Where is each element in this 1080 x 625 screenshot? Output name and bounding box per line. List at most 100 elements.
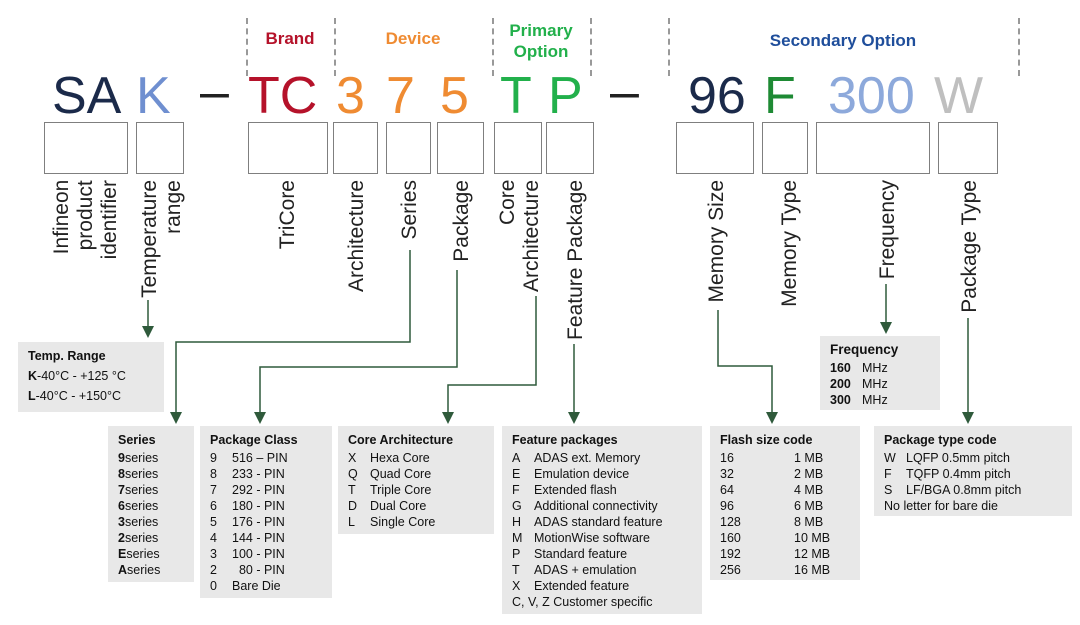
code-dash: – [200,63,229,121]
panel-temp-range: Temp. Range K -40°C - +125 °C L -40°C - … [18,342,164,412]
field-box [816,122,930,174]
code-96: 96 [688,67,746,125]
code-300: 300 [828,67,915,125]
header-secondary-option: Secondary Option [769,31,917,50]
code-sa: SA [52,67,122,125]
separator [246,18,248,76]
list-item: K -40°C - +125 °C [28,369,126,383]
field-box [494,122,542,174]
code-k: K [136,67,171,125]
separator [1018,18,1020,76]
separator [334,18,336,76]
panel-title: Package Class [210,433,298,447]
list-item: 2 80 - PIN [210,563,285,577]
code-digit-3: 3 [336,67,365,125]
code-f: F [764,67,796,125]
code-tc: TC [248,67,318,125]
connector-memory-size [717,310,778,424]
code-dash: – [610,63,639,121]
separator [668,18,670,76]
field-box [136,122,184,174]
code-p: P [548,67,583,125]
field-box [938,122,998,174]
panel-title: Temp. Range [28,349,106,363]
field-box [44,122,128,174]
field-box [248,122,328,174]
connector-package [254,270,458,424]
panel-footer: No letter for bare die [884,499,998,513]
field-box [333,122,378,174]
header-brand: Brand [265,29,315,48]
panel-footer: C, V, Z Customer specific [512,595,653,609]
header-primary-option: Primary Option [509,21,573,61]
list-item: 7 series [118,483,159,497]
connector-core-architecture [442,296,537,424]
separator [492,18,494,76]
separator [590,18,592,76]
code-digit-5: 5 [440,67,469,125]
list-item: E series [118,547,160,561]
code-digit-7: 7 [386,67,415,125]
header-device: Device [385,29,441,48]
panel-title: Feature packages [512,433,618,447]
list-item: 8 series [118,467,159,481]
list-item: 6 series [118,499,159,513]
field-box [386,122,431,174]
panel-series: Series 9 series 8 series 7 series 6 seri… [108,426,194,582]
panel-title: Package type code [884,433,997,447]
panel-title: Flash size code [720,433,813,447]
connector-series [170,250,411,424]
field-box [546,122,594,174]
list-item: 2 series [118,531,159,545]
code-w: W [934,67,984,125]
panel-title: Core Architecture [348,433,454,447]
field-box [676,122,754,174]
panel-title: Series [118,433,156,447]
list-item: A series [118,563,161,577]
field-box [762,122,808,174]
field-box [437,122,484,174]
panel-title: Frequency [830,342,899,357]
list-item: L -40°C - +150°C [28,389,122,403]
